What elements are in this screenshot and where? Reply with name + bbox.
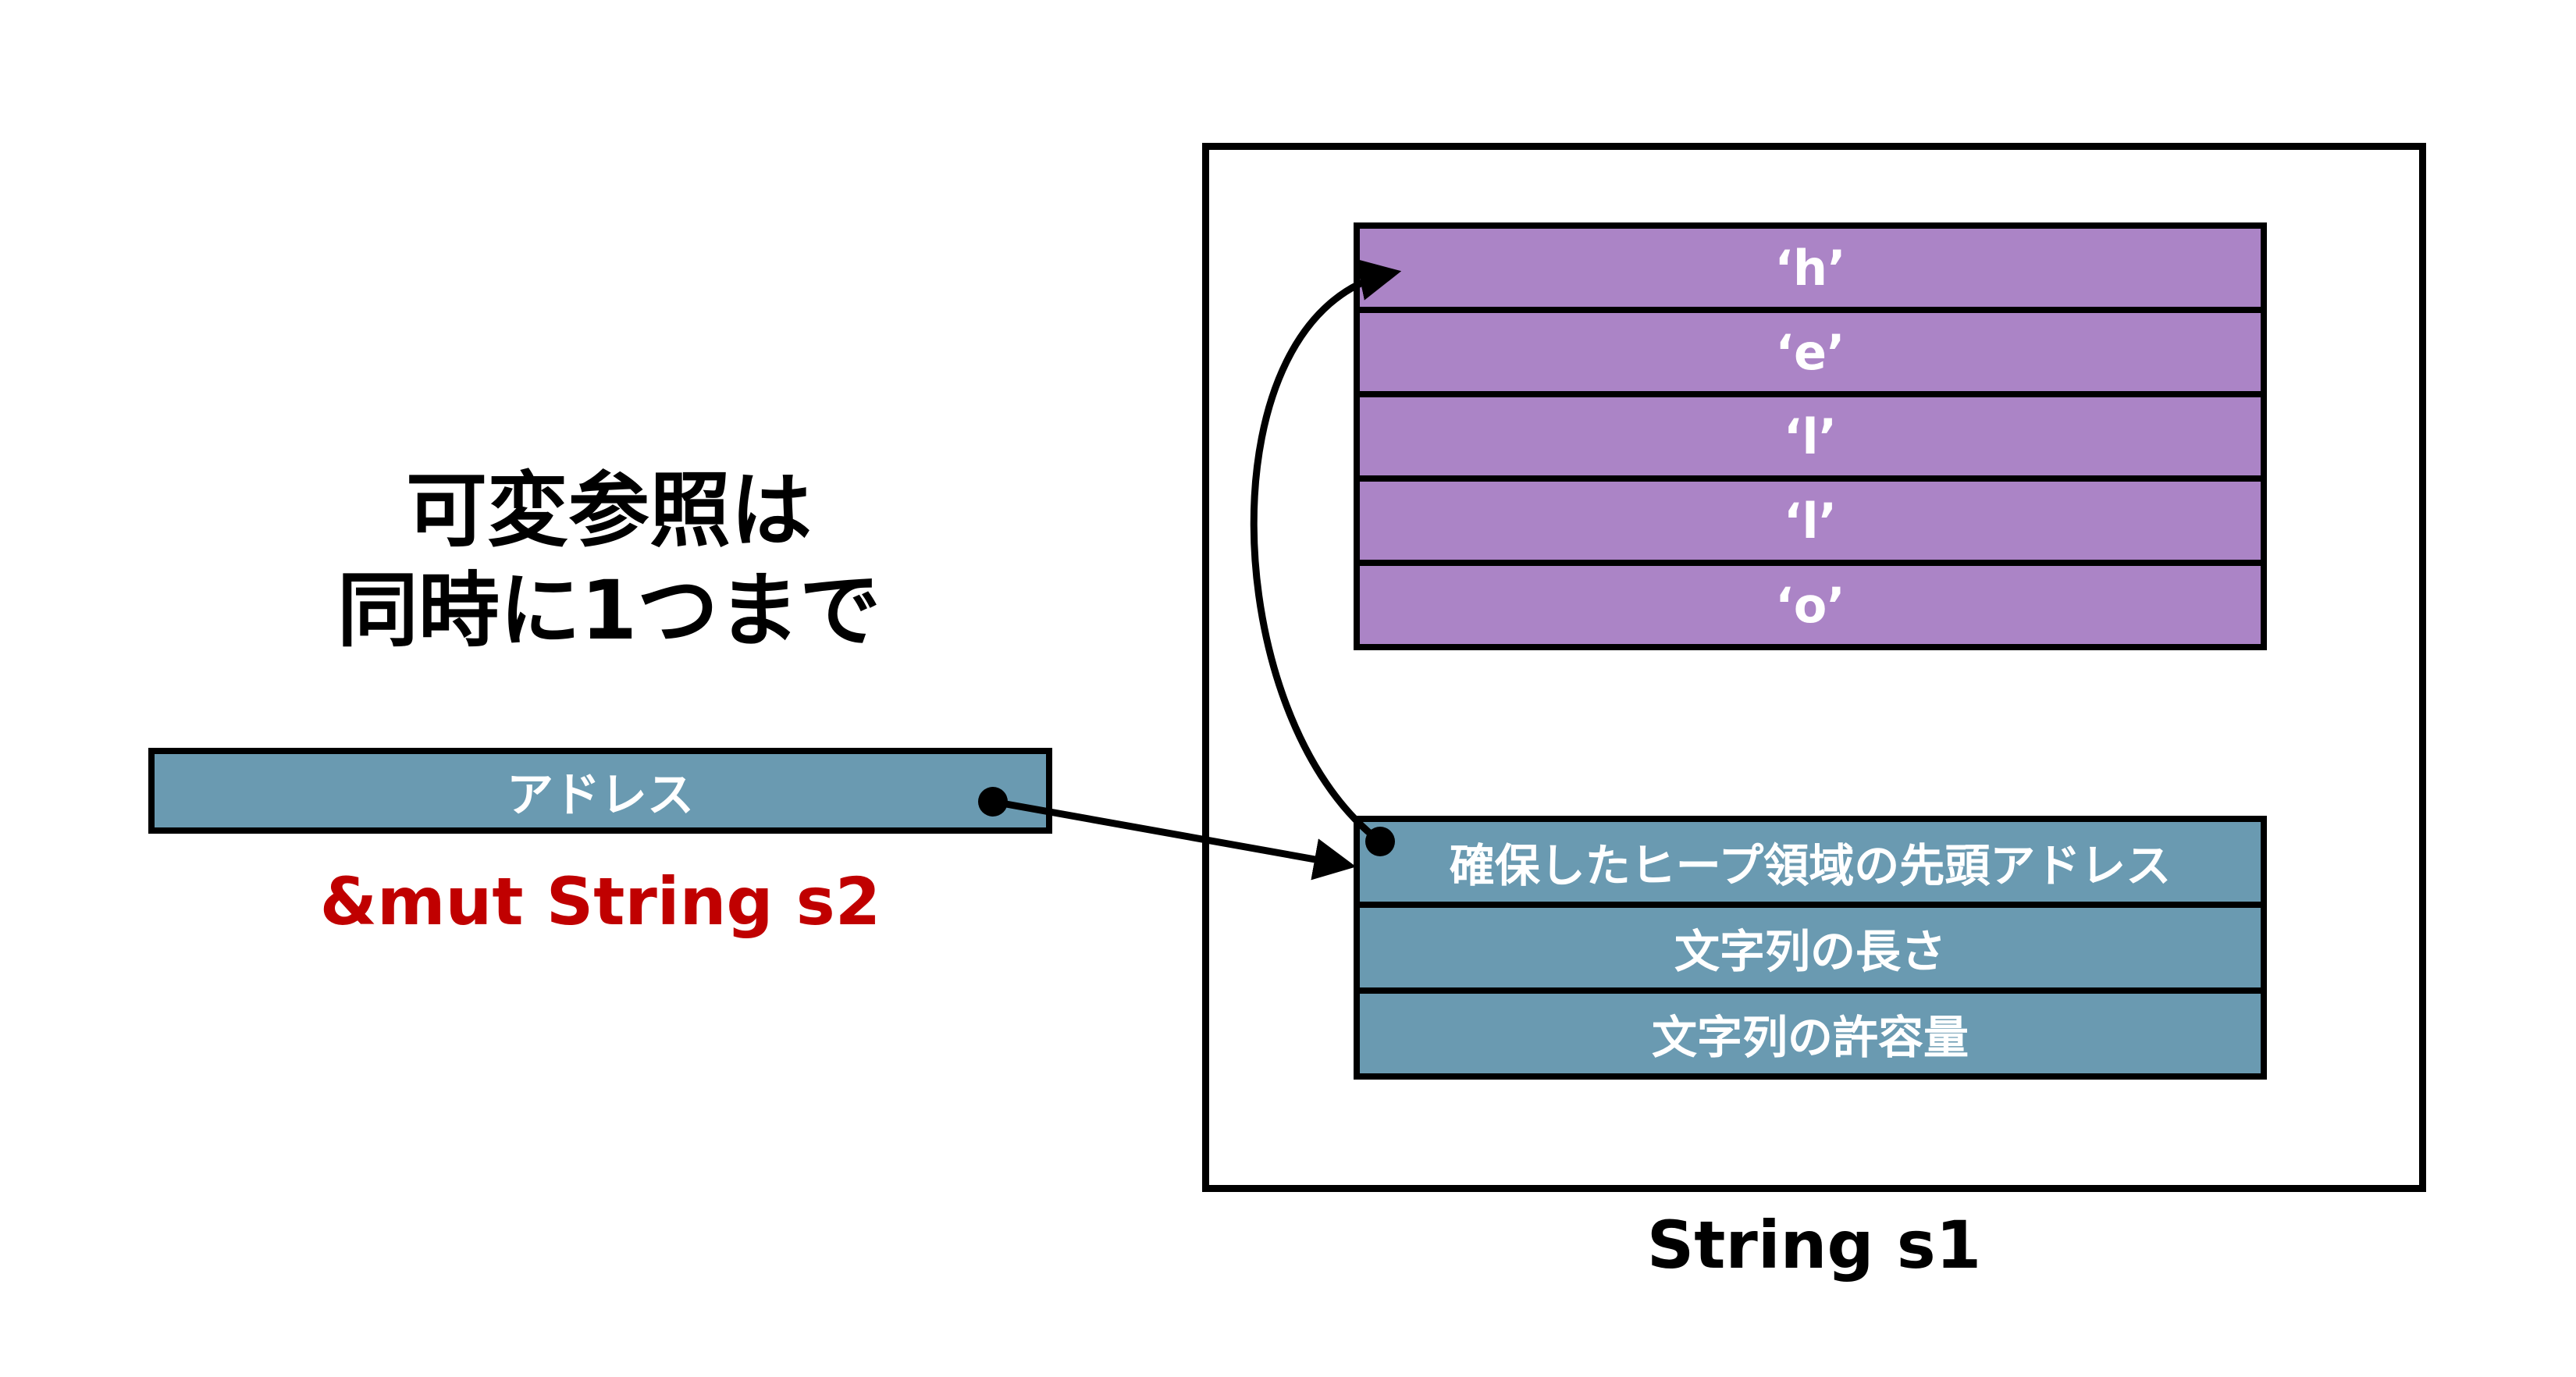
s1-fields: 確保したヒープ領域の先頭アドレス 文字列の長さ 文字列の許容量 (1354, 816, 2267, 1080)
s2-address-field: アドレス (148, 748, 1052, 834)
heading-line-1: 可変参照は (405, 463, 812, 558)
heap-cell-o: ‘o’ (1354, 560, 2267, 650)
heap-cell-l1: ‘l’ (1354, 391, 2267, 482)
heap-cell-h: ‘h’ (1354, 222, 2267, 313)
heading-line-2: 同時に1つまで (336, 563, 881, 658)
s1-field-length: 文字列の長さ (1354, 902, 2267, 994)
s2-address-label: アドレス (507, 767, 694, 823)
diagram-heading: 可変参照は 同時に1つまで (258, 461, 960, 660)
s1-field-capacity: 文字列の許容量 (1354, 987, 2267, 1080)
heap-memory: ‘h’ ‘e’ ‘l’ ‘l’ ‘o’ (1354, 222, 2267, 650)
s1-caption: String s1 (1646, 1207, 1982, 1283)
s1-field-heap-address: 確保したヒープ領域の先頭アドレス (1354, 816, 2267, 908)
s2-caption: &mut String s2 (319, 863, 881, 940)
heap-cell-l2: ‘l’ (1354, 475, 2267, 566)
heap-cell-e: ‘e’ (1354, 307, 2267, 397)
